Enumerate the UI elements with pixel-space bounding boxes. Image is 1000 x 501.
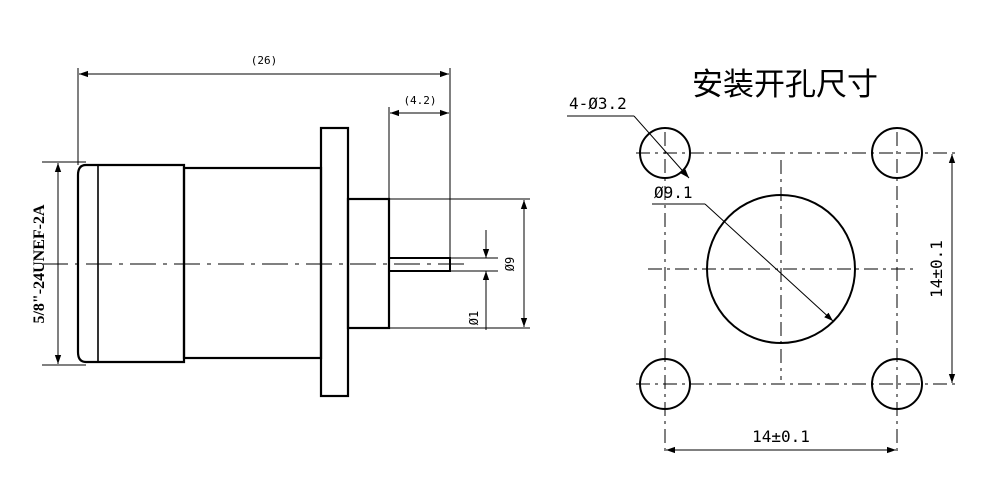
overall-length-label: (26) <box>251 54 278 67</box>
mounting-hole-bottom-right <box>871 358 923 410</box>
hole-layout-title: 安装开孔尺寸 <box>692 67 878 103</box>
flange <box>319 126 350 398</box>
corner-holes-label: 4-Ø3.2 <box>569 94 627 113</box>
mounting-hole-bottom-left <box>639 358 691 410</box>
center-hole-label: Ø9.1 <box>654 183 693 202</box>
side-view <box>42 68 530 398</box>
pin-diameter-label: Ø1 <box>467 311 481 325</box>
body-diameter-label: Ø9 <box>503 257 517 271</box>
hole-layout <box>567 115 956 454</box>
pin-length-label: (4.2) <box>403 94 436 107</box>
connector-body <box>182 166 323 360</box>
thread-spec-label: 5/8"-24UNEF-2A <box>31 204 48 324</box>
horizontal-spacing-label: 14±0.1 <box>752 427 810 446</box>
mounting-hole-top-right <box>871 127 923 179</box>
mounting-hole-top-left <box>639 127 691 179</box>
center-hole <box>706 194 856 344</box>
coupling-nut <box>76 163 186 364</box>
vertical-spacing-label: 14±0.1 <box>927 240 946 298</box>
